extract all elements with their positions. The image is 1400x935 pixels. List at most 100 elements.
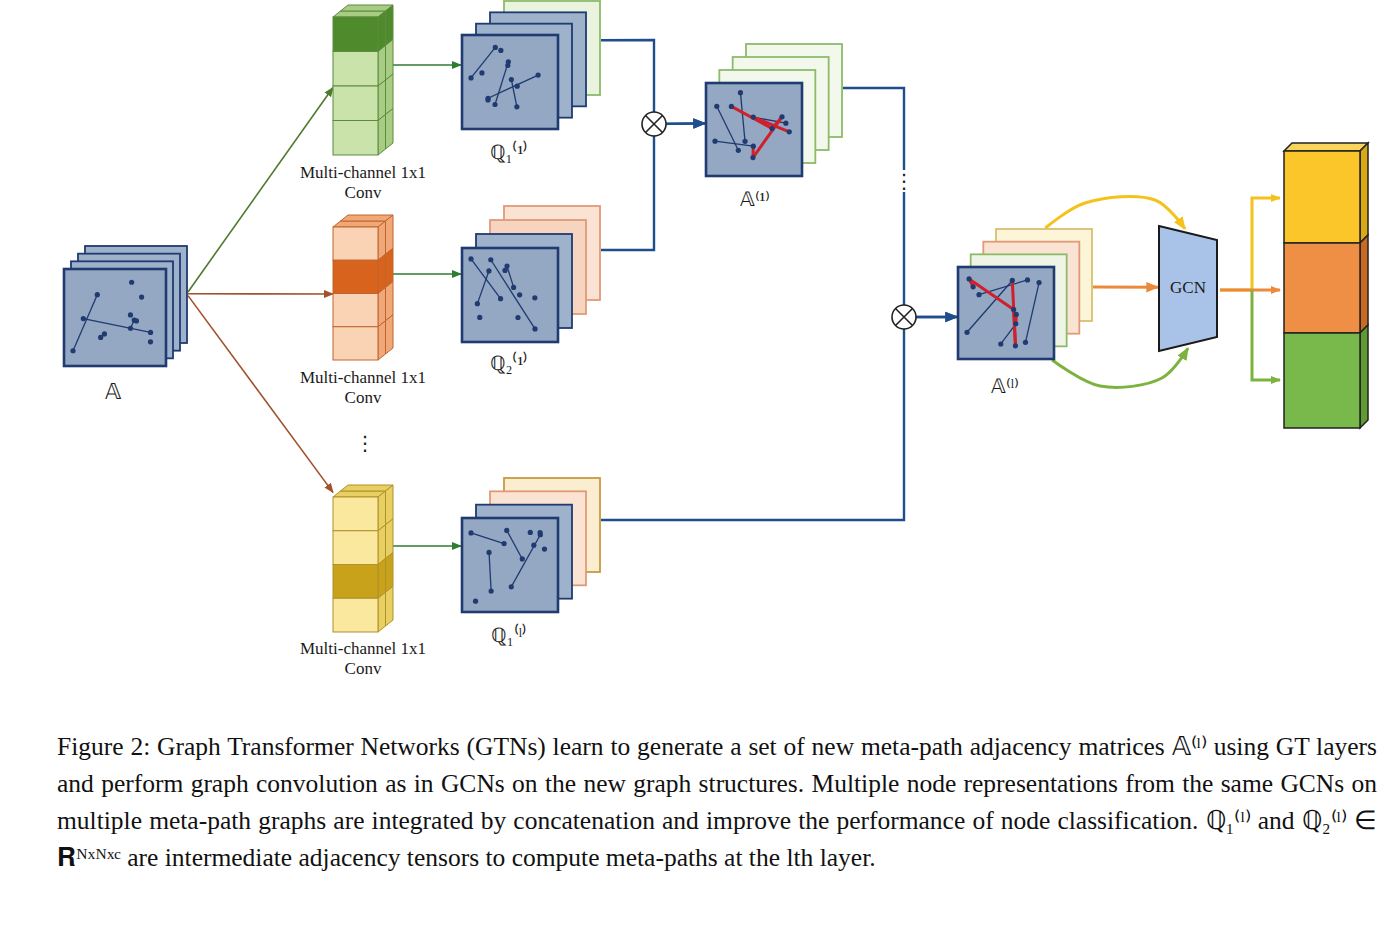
figure-caption: Figure 2: Graph Transformer Networks (GT… [57, 728, 1377, 876]
graph-dot [1013, 343, 1018, 348]
connector [1045, 196, 1185, 228]
matrix-front [64, 269, 166, 366]
output-side [1360, 143, 1368, 243]
graph-edge [495, 62, 508, 105]
graph-edge [471, 47, 495, 78]
block-name: GCN [1158, 278, 1218, 298]
conv-side [378, 11, 386, 52]
graph-dot [532, 326, 537, 331]
graph-edge [477, 271, 489, 304]
graph-dot [129, 280, 134, 285]
conv-cell [333, 17, 378, 52]
block-label: Multi-channel 1x1 Conv [298, 639, 428, 680]
conv-cell [333, 531, 378, 565]
connector [188, 293, 333, 295]
block-label: Multi-channel 1x1 Conv [298, 163, 428, 204]
graph-dot [712, 139, 717, 144]
graph-dot [148, 339, 153, 344]
conv-side [386, 40, 394, 81]
matrix-stack: 𝔸⁽¹⁾ [705, 43, 843, 177]
graph-dot [486, 268, 491, 273]
graph-edge [471, 533, 504, 544]
conv-side [386, 553, 394, 593]
graph-dot [536, 72, 541, 77]
graph-dot [493, 45, 498, 50]
graph-dot [515, 84, 520, 89]
graph-dot [1036, 280, 1041, 285]
graph-dot [102, 331, 107, 336]
graph-dot [751, 115, 756, 120]
gcn-block: GCN [1158, 225, 1218, 352]
node-shape [333, 485, 393, 632]
graph-dot [738, 90, 743, 95]
graph-dot [1025, 277, 1030, 282]
output-block [1284, 243, 1360, 333]
matrix-stack: ℚ₁⁽ˡ⁾ [461, 477, 601, 613]
graph-dot [486, 550, 491, 555]
output-wire [1252, 290, 1280, 380]
graph-dot [479, 70, 484, 75]
graph-dot [779, 114, 784, 119]
conv-side [378, 559, 386, 599]
conv-cell [333, 497, 378, 531]
output-side [1360, 325, 1368, 428]
graph-dot [498, 48, 503, 53]
graph-dot [128, 312, 133, 317]
multiply-cross [896, 309, 913, 326]
graph-dot [531, 543, 536, 548]
graph-edge [740, 93, 745, 142]
multiply-symbol [642, 112, 666, 136]
node-shape [333, 215, 393, 360]
connector [1052, 348, 1188, 387]
graph-dot [501, 541, 506, 546]
conv-top [341, 5, 394, 11]
conv-side [386, 248, 394, 287]
multiply-circle [892, 305, 916, 329]
graph-dot [1014, 312, 1019, 317]
conv-side [378, 46, 386, 87]
conv-top [333, 491, 386, 497]
ellipsis-mark: ⋮ [353, 432, 377, 454]
graph-dot [492, 102, 497, 107]
graph-dot [477, 315, 482, 320]
conv-side [378, 80, 386, 121]
graph-dot [787, 129, 792, 134]
connector [1093, 286, 1158, 289]
conv-cell [333, 565, 378, 599]
graph-dot [1011, 307, 1016, 312]
graph-dot [485, 97, 490, 102]
graph-edge [489, 552, 491, 591]
graph-dot [736, 148, 741, 153]
graph-dot [504, 528, 509, 533]
graph-edge [511, 535, 540, 587]
multiply-circle [642, 112, 666, 136]
graph-dot [1023, 340, 1028, 345]
graph-dot [971, 284, 976, 289]
graph-dot [148, 330, 153, 335]
node-shape [957, 228, 1093, 360]
conv-side [386, 5, 394, 46]
output-top [1284, 143, 1368, 151]
graph-edge [1025, 283, 1039, 343]
meta-path-edge [753, 117, 789, 132]
conv-block: Multi-channel 1x1 Conv [333, 215, 393, 360]
conv-side [378, 254, 386, 293]
graph-dot [95, 292, 100, 297]
matrix-stack: 𝔸⁽ˡ⁾ [957, 228, 1093, 360]
ellipsis-mark: ⋮ [892, 170, 916, 192]
block-label: ℚ₁⁽¹⁾ [490, 140, 529, 164]
graph-dot [468, 256, 473, 261]
graph-edge [491, 260, 535, 329]
graph-edge [507, 266, 514, 287]
conv-side [378, 525, 386, 565]
connector [188, 296, 333, 493]
graph-dot [1010, 278, 1015, 283]
node-shape [461, 0, 601, 130]
conv-side [378, 115, 386, 156]
graph-dot [532, 295, 537, 300]
connector [843, 88, 957, 317]
graph-dot [514, 104, 519, 109]
matrix-front [706, 83, 802, 176]
graph-dot [714, 104, 719, 109]
